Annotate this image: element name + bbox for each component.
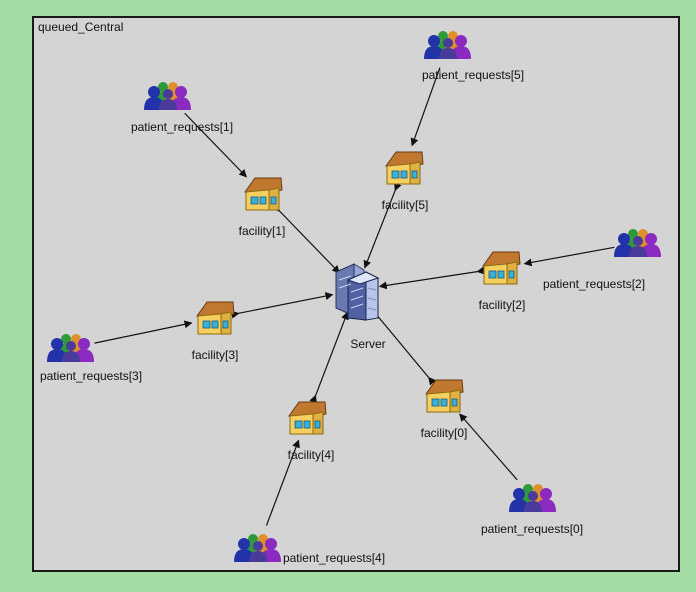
patient-requests-node-3[interactable]	[46, 333, 96, 363]
patient-requests-label-0: patient_requests[0]	[480, 522, 584, 536]
link-facility-5-server	[363, 182, 402, 269]
patient-requests-node-4[interactable]	[233, 533, 283, 563]
link-facility-2-server	[378, 266, 485, 290]
facility-node-0[interactable]	[424, 377, 464, 415]
facility-node-5[interactable]	[384, 149, 424, 187]
facility-node-4[interactable]	[287, 399, 327, 437]
facility-node-3[interactable]	[195, 299, 235, 337]
facility-label-5: facility[5]	[381, 198, 429, 212]
server-node[interactable]	[330, 258, 382, 322]
facility-label-2: facility[2]	[478, 298, 526, 312]
diagram-canvas: queued_Central Server facility[0] facility…	[32, 16, 680, 572]
facility-label-3: facility[3]	[191, 348, 239, 362]
patient-requests-label-4: patient_requests[4]	[282, 551, 386, 565]
link-request-2-facility-2	[523, 246, 615, 267]
patient-requests-node-0[interactable]	[508, 483, 558, 513]
link-request-0-facility-0	[459, 413, 518, 481]
facility-label-4: facility[4]	[287, 448, 335, 462]
patient-requests-node-2[interactable]	[613, 228, 663, 258]
patient-requests-label-1: patient_requests[1]	[130, 120, 234, 134]
patient-requests-node-1[interactable]	[143, 81, 193, 111]
link-facility-0-server	[370, 307, 437, 386]
link-facility-1-server	[271, 203, 340, 274]
patient-requests-label-2: patient_requests[2]	[542, 277, 646, 291]
patient-requests-label-5: patient_requests[5]	[421, 68, 525, 82]
patient-requests-node-5[interactable]	[423, 30, 473, 60]
link-facility-4-server	[309, 311, 349, 404]
link-request-5-facility-5	[410, 67, 441, 147]
facility-node-1[interactable]	[243, 175, 283, 213]
connection-links	[94, 67, 615, 526]
diagram-title: queued_Central	[38, 20, 124, 34]
server-label: Server	[350, 337, 386, 351]
link-facility-3-server	[230, 292, 334, 319]
link-request-4-facility-4	[265, 439, 300, 526]
facility-label-1: facility[1]	[238, 224, 286, 238]
facility-label-0: facility[0]	[420, 426, 468, 440]
facility-node-2[interactable]	[481, 249, 521, 287]
patient-requests-label-3: patient_requests[3]	[39, 369, 143, 383]
link-request-1-facility-1	[184, 112, 247, 178]
link-request-3-facility-3	[94, 320, 193, 344]
